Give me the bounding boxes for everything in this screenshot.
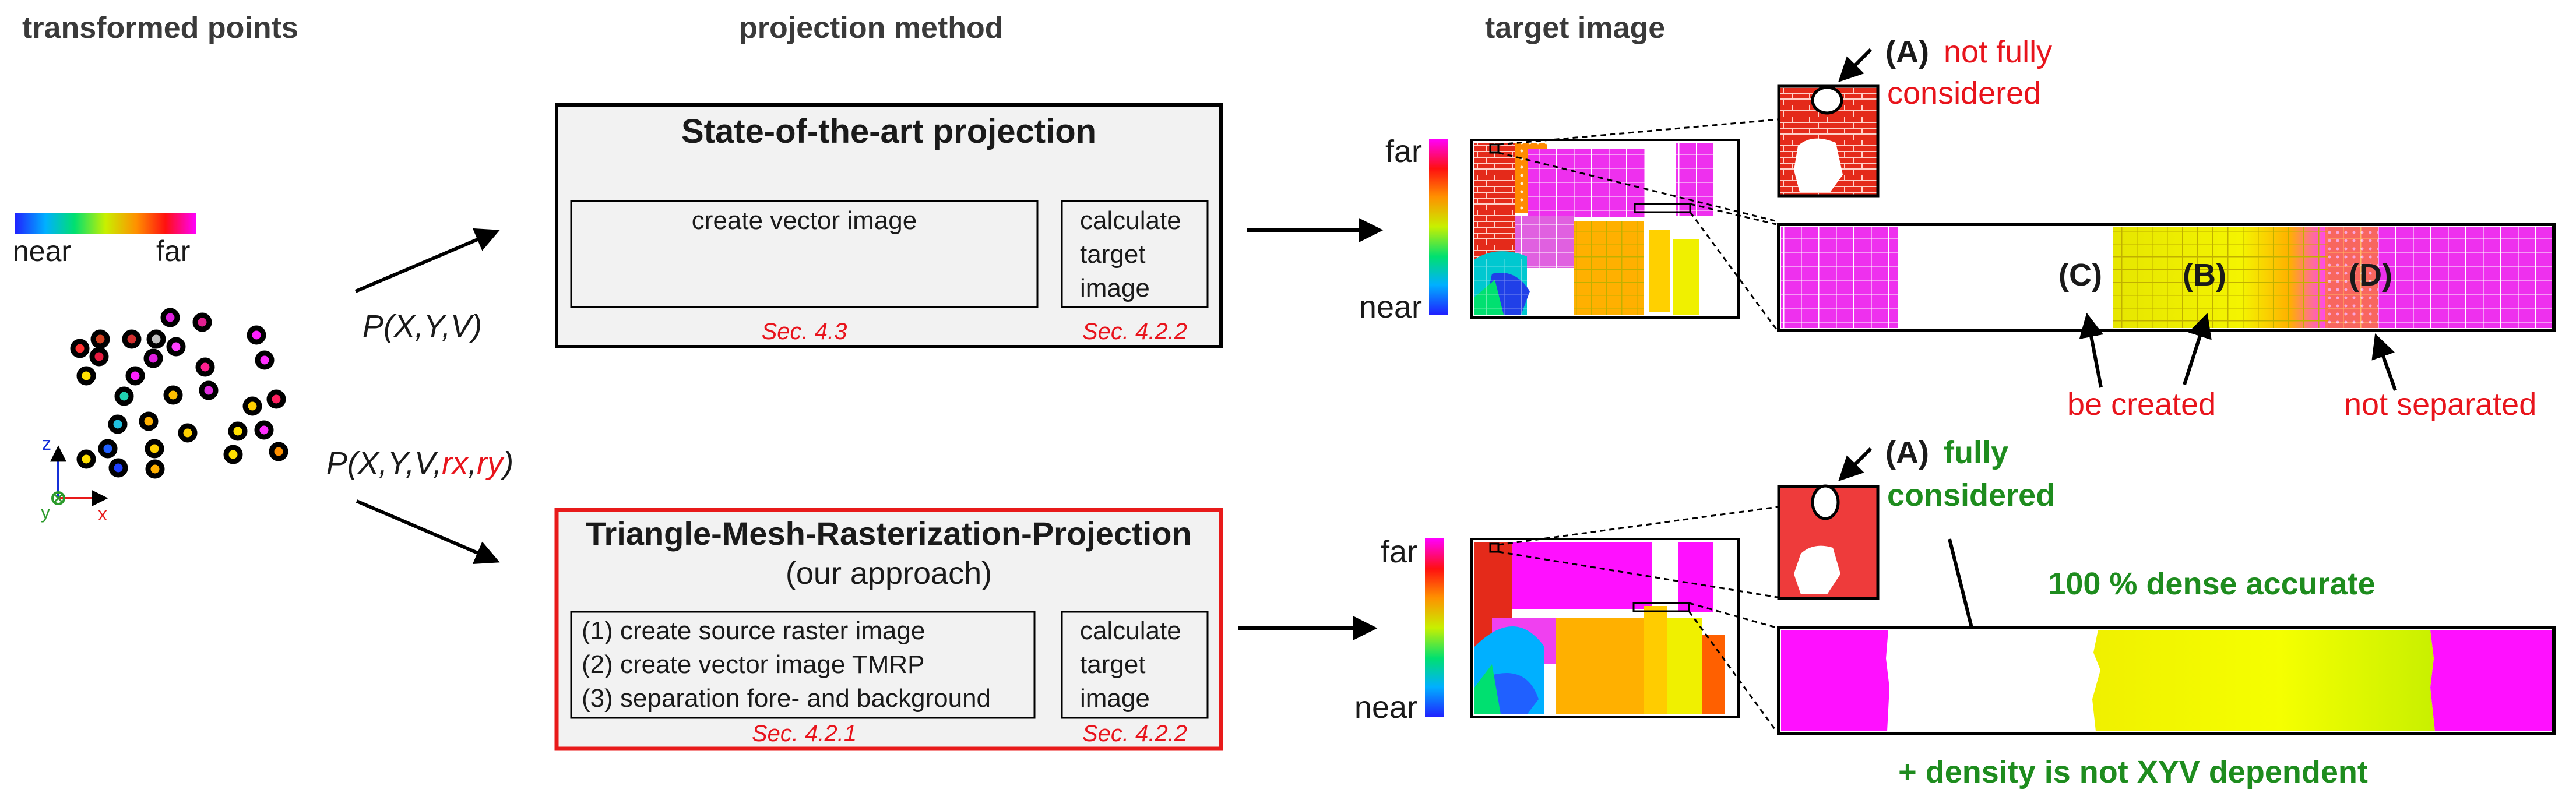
point <box>254 420 274 440</box>
sota-title: State-of-the-art projection <box>681 112 1096 150</box>
tmrp-step-2: (2) create vector image TMRP <box>582 650 924 679</box>
point <box>269 442 288 461</box>
label-dense-accurate: 100 % dense accurate <box>2048 566 2375 601</box>
inset-a-sota <box>1777 48 1880 198</box>
point <box>98 439 118 459</box>
y-axis-marker <box>51 491 65 505</box>
point <box>70 339 90 358</box>
colorbar-far-label: far <box>156 235 190 267</box>
top-a-text-2: considered <box>1887 76 2041 111</box>
depth-colorbar-horizontal <box>15 213 196 234</box>
tmrp-calc-2: target <box>1080 650 1146 679</box>
point <box>125 366 145 386</box>
colorbar-near-label: near <box>13 235 71 267</box>
sota-step-create: create vector image <box>692 206 917 235</box>
sota-calc-3: image <box>1080 274 1150 302</box>
arrow-to-c <box>2079 312 2103 388</box>
point <box>160 308 180 327</box>
depth-colorbar-bottom <box>1425 538 1444 717</box>
point <box>143 348 163 368</box>
point <box>139 411 159 431</box>
point <box>90 329 110 349</box>
point <box>195 357 215 377</box>
tmrp-calc-1: calculate <box>1080 616 1181 645</box>
top-colorbar-near: near <box>1359 290 1422 325</box>
z-axis-label: z <box>42 433 51 454</box>
arrow-to-b <box>2183 313 2212 385</box>
point <box>192 312 212 332</box>
point <box>228 421 248 441</box>
tmrp-subtitle: (our approach) <box>786 556 992 591</box>
tmrp-step-3: (3) separation fore- and background <box>582 684 991 713</box>
tmrp-sec-left: Sec. 4.2.1 <box>752 721 857 746</box>
point-cloud <box>70 308 288 479</box>
arrow-to-d <box>2371 333 2397 392</box>
point <box>108 414 128 434</box>
point <box>76 366 96 386</box>
zoom-strip-tmrp <box>1777 626 2556 735</box>
point <box>266 389 286 409</box>
point <box>114 386 134 406</box>
header-target-image: target image <box>1485 11 1665 45</box>
point <box>145 459 165 479</box>
point <box>178 423 198 443</box>
point <box>89 347 109 367</box>
point <box>163 385 183 405</box>
tmrp-calc-3: image <box>1080 684 1150 713</box>
sota-calc-2: target <box>1080 240 1146 269</box>
label-p-xyv: P(X,Y,V) <box>363 309 482 344</box>
point <box>146 329 166 349</box>
bottom-colorbar-near: near <box>1354 690 1417 725</box>
tmrp-title: Triangle-Mesh-Rasterization-Projection <box>586 515 1191 552</box>
depth-colorbar-top <box>1429 139 1448 315</box>
label-p-xyv-rxry: P(X,Y,V,rx,ry) <box>326 446 513 481</box>
header-transformed-points: transformed points <box>22 11 298 45</box>
tmrp-box: Triangle-Mesh-Rasterization-Projection (… <box>554 508 1223 751</box>
label-be-created: be created <box>2067 387 2216 422</box>
bottom-a-text-2: considered <box>1887 478 2055 513</box>
point <box>199 380 219 400</box>
bottom-a-label: (A) <box>1885 435 1929 470</box>
arrow-to-inset-a <box>1838 48 1873 82</box>
point <box>223 445 243 464</box>
x-axis-label: x <box>98 503 107 524</box>
point <box>247 325 266 345</box>
top-a-label: (A) <box>1885 34 1929 69</box>
label-b: (B) <box>2183 258 2226 293</box>
header-projection-method: projection method <box>739 11 1004 45</box>
sota-sec-right: Sec. 4.2.2 <box>1082 319 1187 344</box>
point <box>122 329 142 349</box>
arrow-to-inset-a-bottom <box>1838 447 1873 481</box>
label-c: (C) <box>2058 258 2102 293</box>
inset-a-tmrp <box>1777 447 1880 600</box>
zoom-strip-sota <box>1777 223 2556 332</box>
tmrp-step-1: (1) create source raster image <box>582 616 925 645</box>
bottom-colorbar-far: far <box>1381 534 1417 569</box>
point <box>166 337 186 357</box>
target-image-sota <box>1470 139 1740 319</box>
sota-sec-left: Sec. 4.3 <box>762 319 847 344</box>
arrow-to-tmrp <box>356 499 500 565</box>
label-d: (D) <box>2349 258 2392 293</box>
point <box>76 449 96 469</box>
sota-calc-1: calculate <box>1080 206 1181 235</box>
top-a-text-1: not fully <box>1944 34 2052 69</box>
bottom-a-text-1: fully <box>1944 435 2008 470</box>
tmrp-sec-right: Sec. 4.2.2 <box>1082 721 1187 746</box>
point <box>242 396 262 416</box>
point <box>255 350 275 370</box>
label-not-separated: not separated <box>2344 387 2536 422</box>
label-density: + density is not XYV dependent <box>1898 755 2368 790</box>
point <box>145 439 164 459</box>
y-axis-label: y <box>41 502 50 523</box>
target-image-tmrp <box>1470 538 1740 718</box>
coordinate-axes: z y x <box>41 433 108 524</box>
sota-box: State-of-the-art projection create vecto… <box>555 103 1223 348</box>
arrow-to-sota <box>354 228 500 293</box>
point <box>108 458 128 478</box>
top-colorbar-far: far <box>1385 134 1422 169</box>
